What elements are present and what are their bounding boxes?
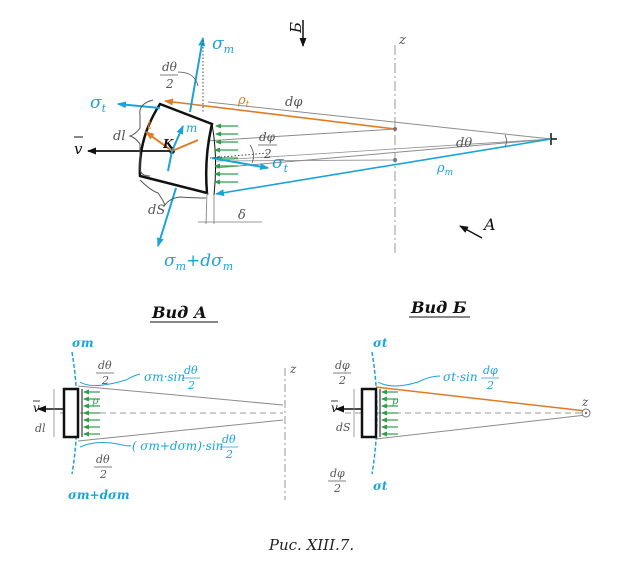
B-label: Б	[287, 22, 305, 34]
view-a-ray-upper	[77, 385, 284, 406]
view-a-sigma-dm-sin-label: ·( σm+dσm)·sin	[128, 439, 223, 453]
ray-cyan-rho-m	[215, 138, 552, 197]
dtheta-label: dθ	[456, 136, 472, 151]
sigma-m-bottom-label: σm+dσm	[164, 251, 233, 273]
delta-label: δ	[238, 208, 246, 223]
view-b-z-dot	[584, 411, 588, 415]
A-label: A	[482, 215, 496, 234]
view-b-ray-upper	[375, 386, 587, 412]
view-a-dtheta-den-top: 2	[101, 374, 109, 387]
sigma-t-left-arrow	[117, 101, 161, 109]
view-a-z-label: z	[289, 362, 297, 376]
view-a-element	[62, 387, 80, 439]
view-a: Вид А z p v dl σm dθ 2 σm·sin dθ	[33, 303, 297, 502]
dphi-half-arc	[249, 144, 254, 164]
delta-ext-left	[205, 192, 208, 225]
axis-point-lower	[393, 158, 397, 162]
view-b-dS-label: dS	[336, 421, 351, 434]
view-b-z-label: z	[581, 395, 589, 409]
sigma-t-right-label: σt	[272, 153, 289, 175]
view-a-dtheta-den-bottom: 2	[99, 468, 107, 481]
dtheta-half-den: 2	[165, 77, 174, 91]
A-arrow	[459, 225, 483, 239]
dphi-label: dφ	[285, 95, 303, 110]
sigma-m-bottom-arrow	[157, 187, 177, 247]
m-label: m	[186, 121, 197, 135]
ray-gray-to-axis2	[214, 159, 396, 162]
view-a-dtheta-num-top: dθ	[98, 359, 112, 372]
view-b-sigma-t-top-label: σt	[373, 336, 388, 350]
view-a-dtheta-num-bottom: dθ	[96, 453, 110, 466]
figure-caption: Рис. XIII.7.	[268, 536, 355, 554]
sigma-t-right-arrow	[211, 157, 269, 171]
dtheta-arc	[504, 134, 507, 148]
view-a-ray-lower	[77, 419, 284, 442]
ray-middle-gray	[219, 138, 552, 161]
sigma-t-right-dotted	[209, 152, 269, 159]
view-b-dphi-num-top: dφ	[335, 359, 350, 372]
rho-t-label: ρt	[237, 93, 250, 110]
view-b-pressure-arrows	[381, 389, 398, 437]
view-b-p-label: p	[392, 396, 399, 407]
dl-brace	[128, 99, 154, 177]
dS-brace	[139, 179, 207, 207]
t-label: t	[147, 118, 152, 132]
view-b: Вид Б z p v dS σt dφ 2 σt·sin	[328, 298, 591, 495]
view-a-sin2-den: 2	[225, 448, 233, 461]
view-b-element	[360, 387, 378, 439]
m-axis-cyan-down	[167, 150, 173, 172]
t-axis-orange	[145, 131, 173, 152]
ray-lower-gray	[214, 138, 552, 169]
dtheta-half-leader	[177, 71, 199, 87]
view-b-sin-den: 2	[486, 379, 494, 392]
view-a-sin2-num: dθ	[222, 433, 236, 446]
dl-label: dl	[113, 129, 125, 144]
view-a-leader-top	[79, 373, 141, 386]
view-a-p-label: p	[92, 396, 99, 407]
view-a-v-label: v	[33, 401, 40, 415]
view-b-v-label: v	[331, 401, 338, 415]
view-a-sin-den: 2	[187, 379, 195, 392]
view-b-dphi-num-bottom: dφ	[330, 467, 345, 480]
v-label-top: v	[74, 140, 83, 158]
view-a-sigma-m-label: σm	[72, 336, 94, 350]
top-diagram: σm dθ 2 Б z σt ρt dφ v dl t m K dφ 2 σt …	[74, 20, 557, 273]
view-b-sin-num: dφ	[483, 364, 498, 377]
view-a-title: Вид А	[151, 303, 207, 322]
view-b-dphi-den-bottom: 2	[333, 482, 341, 495]
z-label-top: z	[398, 33, 406, 48]
view-b-ray-lower	[375, 414, 587, 440]
sigma-m-top-arrow	[189, 37, 206, 113]
m-axis-cyan	[171, 125, 184, 152]
dphi-half-den: 2	[263, 147, 272, 161]
view-b-dphi-den-top: 2	[338, 374, 346, 387]
sigma-t-left-label: σt	[90, 93, 107, 115]
sigma-m-top-label: σm	[212, 34, 234, 56]
view-a-sigma-sin-label: σm·sin	[144, 370, 185, 384]
dS-label: dS	[148, 203, 165, 218]
view-a-dl-label: dl	[35, 422, 46, 435]
dphi-half-num: dφ	[259, 130, 276, 144]
t-axis-orange-right	[171, 139, 199, 152]
pressure-arrows-top	[214, 123, 238, 185]
view-a-leader-bottom	[79, 442, 131, 448]
view-a-pressure-arrows	[83, 389, 100, 437]
view-b-title: Вид Б	[410, 298, 467, 317]
view-b-leader-top	[377, 375, 441, 387]
view-b-sigma-sin-label: σt·sin	[443, 370, 478, 384]
axis-point-upper	[393, 127, 397, 131]
ray-gray-to-axis	[204, 128, 396, 142]
view-a-sin-num: dθ	[184, 364, 198, 377]
view-a-sigma-m-bottom-label: σm+dσm	[68, 488, 130, 502]
rho-m-label: ρm	[436, 161, 453, 178]
K-label: K	[162, 137, 174, 151]
ray-upper-gray	[207, 101, 552, 140]
ray-orange-rho-t	[164, 98, 396, 130]
view-b-sigma-t-bottom-label: σt	[373, 479, 388, 493]
dtheta-half-num: dθ	[162, 60, 178, 74]
